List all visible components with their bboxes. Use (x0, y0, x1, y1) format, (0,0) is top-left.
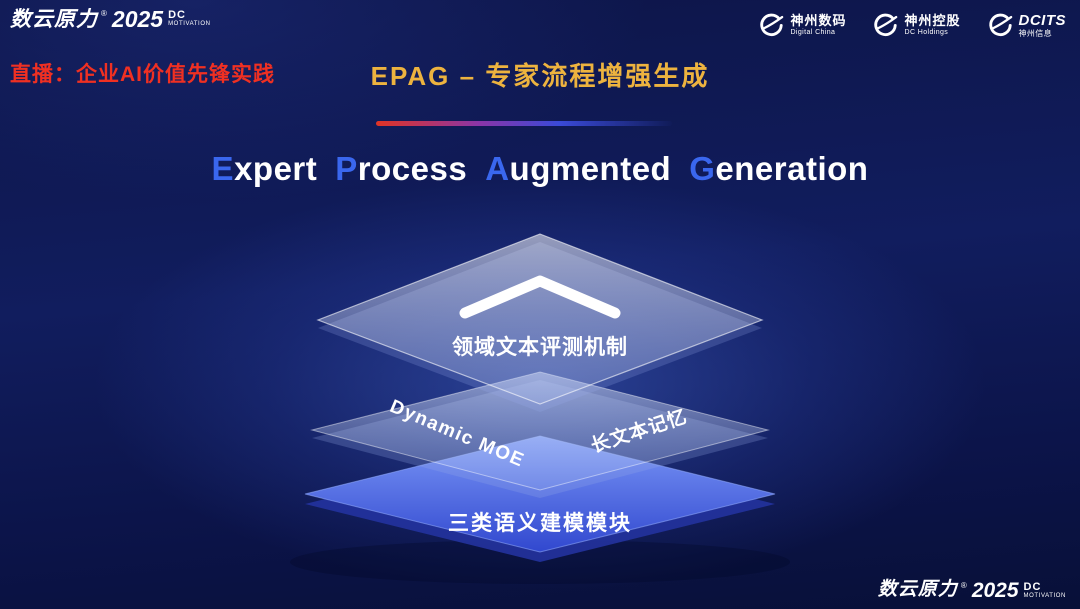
logo-text: 神州控股 DC Holdings (904, 12, 961, 37)
digital-china-swoosh-icon (758, 12, 784, 38)
subtitle-word-initial: A (485, 150, 510, 187)
subtitle-word-initial: E (211, 150, 235, 187)
logo-subtitle: DC Holdings (904, 28, 949, 36)
logo-text: DCITS 神州信息 (1019, 12, 1067, 38)
brand-logo-bottom-right: 数云原力 ® 2025 DC MOTIVATION (877, 579, 1066, 602)
brand-dc: DC (1023, 581, 1042, 593)
layer-bottom-face (304, 435, 776, 553)
dc-holdings-swoosh-icon (872, 12, 898, 38)
layer-top-face (316, 233, 764, 405)
subtitle-word-rest: rocess (357, 150, 468, 187)
partner-logos: 神州数码 Digital China 神州控股 DC Holdings (758, 12, 1066, 38)
subtitle-word-rest: ugmented (509, 150, 672, 187)
subtitle-word: Generation (689, 150, 868, 187)
logo-subtitle: 神州信息 (1018, 29, 1053, 39)
subtitle-word-rest: eneration (715, 150, 869, 187)
logo-name: DCITS (1018, 12, 1066, 29)
logo-digital-china: 神州数码 Digital China (758, 12, 846, 38)
logo-text: 神州数码 Digital China (790, 12, 847, 37)
brand-motivation: MOTIVATION (1023, 593, 1066, 599)
brand-dc-motivation: DC MOTIVATION (1023, 581, 1066, 600)
chevron-up-icon (459, 275, 621, 319)
brand-motivation: MOTIVATION (168, 21, 211, 27)
layer-bottom-label: 三类语义建模模块 (448, 511, 632, 535)
layer-middle-face (310, 371, 770, 491)
subtitle-word: Augmented (485, 150, 671, 187)
subtitle-word-rest: xpert (234, 150, 318, 187)
registered-mark: ® (960, 581, 967, 590)
subtitle-word-initial: G (689, 150, 716, 187)
brand-logo-top-left: 数云原力 ® 2025 DC MOTIVATION (10, 6, 211, 32)
logo-subtitle: Digital China (790, 28, 836, 36)
logo-name: 神州控股 (904, 12, 961, 28)
layer-top-label: 领域文本评测机制 (452, 335, 628, 359)
brand-name: 数云原力 (10, 8, 98, 31)
brand-name: 数云原力 (877, 579, 958, 600)
subtitle-word: Expert (212, 150, 318, 187)
subtitle-word-initial: P (335, 150, 358, 187)
brand-dc-motivation: DC MOTIVATION (168, 9, 211, 28)
subtitle-word: Process (335, 150, 467, 187)
subtitle-expert-process-augmented-generation: Expert Process Augmented Generation (0, 150, 1080, 188)
logo-dcits: DCITS 神州信息 (987, 12, 1067, 38)
dcits-swoosh-icon (987, 12, 1013, 38)
logo-dc-holdings: 神州控股 DC Holdings (872, 12, 960, 38)
brand-year: 2025 (111, 6, 164, 32)
logo-name: 神州数码 (790, 12, 847, 28)
title-gradient-divider (376, 121, 672, 126)
brand-dc: DC (168, 9, 186, 21)
registered-mark: ® (101, 9, 107, 18)
live-stream-label: 直播：企业AI价值先锋实践 (10, 63, 275, 86)
page-title: EPAG – 专家流程增强生成 (370, 61, 710, 91)
brand-year: 2025 (971, 579, 1019, 602)
